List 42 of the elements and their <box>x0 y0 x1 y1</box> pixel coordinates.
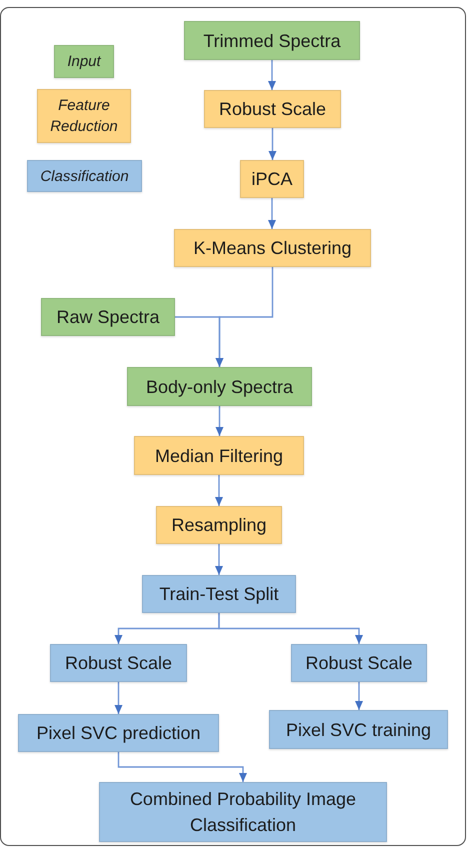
arrow <box>118 752 247 782</box>
step-label: Robust Scale <box>218 98 326 121</box>
step-label: Resampling <box>171 514 267 537</box>
step-label: Trimmed Spectra <box>203 30 341 53</box>
process-box <box>134 436 304 475</box>
process-box <box>269 710 448 749</box>
step-label: iPCA <box>251 168 292 191</box>
arrow <box>268 128 276 160</box>
process-box <box>184 21 360 60</box>
process-box <box>142 575 296 613</box>
process-box <box>99 782 387 842</box>
step-label: Robust Scale <box>64 652 172 675</box>
step-label: Pixel SVC prediction <box>36 722 201 745</box>
arrow <box>215 544 223 575</box>
legend-label: Feature Reduction <box>49 96 119 137</box>
step-label: Raw Spectra <box>56 306 160 329</box>
step-label: Combined Probability Image Classification <box>128 788 358 837</box>
arrow <box>175 316 224 367</box>
step-label: Robust Scale <box>305 652 413 675</box>
step-label: Pixel SVC training <box>286 718 432 742</box>
arrow <box>114 682 122 714</box>
arrow <box>268 60 276 90</box>
step-label: Train-Test Split <box>159 583 279 606</box>
process-box <box>127 367 312 406</box>
arrow <box>216 406 224 436</box>
process-box <box>41 298 175 336</box>
arrow <box>215 475 223 506</box>
arrow <box>355 682 363 710</box>
legend-label: Classification <box>40 166 129 186</box>
process-box <box>291 644 427 682</box>
process-box <box>156 506 282 544</box>
legend-label: Input <box>67 52 101 72</box>
arrow <box>268 198 276 229</box>
process-box <box>240 160 304 198</box>
arrow <box>218 613 363 644</box>
step-label: Median Filtering <box>154 444 284 468</box>
process-box <box>204 90 341 128</box>
step-label: Body-only Spectra <box>146 376 294 399</box>
process-box <box>174 229 371 267</box>
process-box <box>50 644 187 682</box>
process-box <box>18 714 219 752</box>
step-label: K-Means Clustering <box>193 237 352 260</box>
